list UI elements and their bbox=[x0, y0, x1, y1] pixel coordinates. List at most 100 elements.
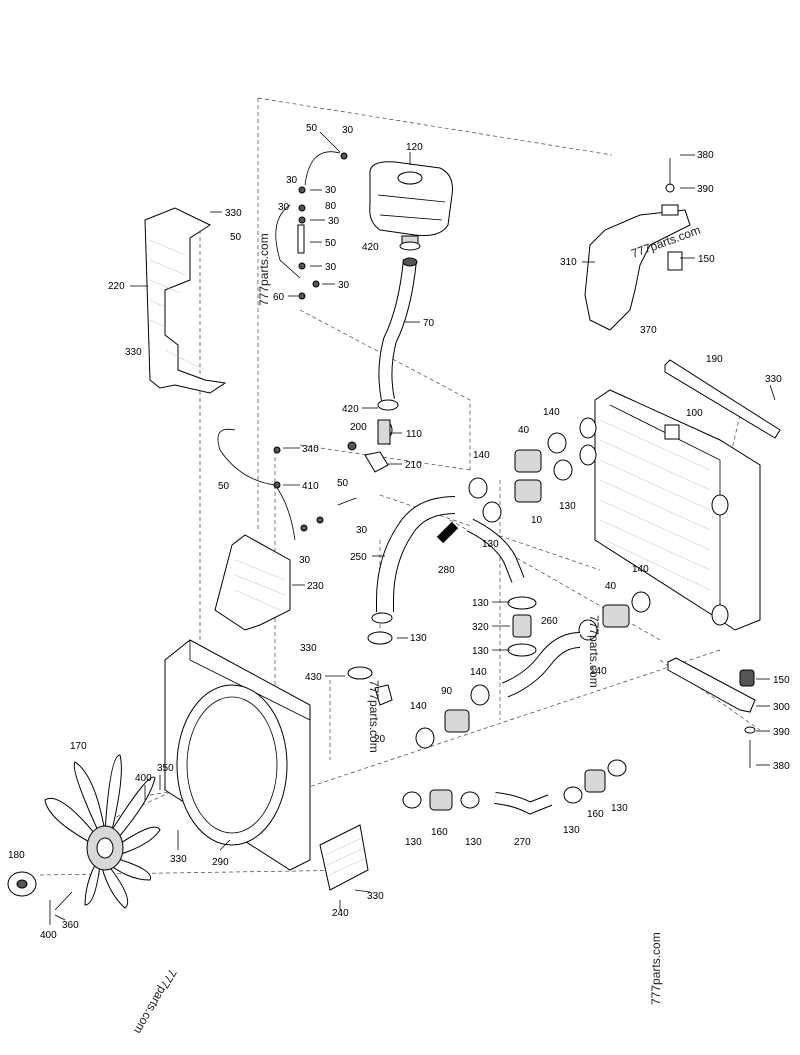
label-220: 220 bbox=[108, 281, 125, 292]
label-130: 130 bbox=[405, 837, 422, 848]
label-160: 160 bbox=[587, 809, 604, 820]
label-60: 60 bbox=[273, 292, 285, 303]
label-50: 50 bbox=[306, 123, 318, 134]
label-130: 130 bbox=[563, 825, 580, 836]
label-210: 210 bbox=[405, 460, 422, 471]
small-hoses-top bbox=[275, 151, 348, 300]
watermark: 777parts.com bbox=[131, 967, 179, 1037]
label-30: 30 bbox=[356, 525, 368, 536]
label-360: 360 bbox=[62, 920, 79, 931]
label-180: 180 bbox=[8, 850, 25, 861]
hoses-lower bbox=[402, 759, 627, 815]
hose-280 bbox=[436, 518, 525, 583]
elbow-20 bbox=[347, 666, 393, 706]
label-320: 320 bbox=[472, 622, 489, 633]
label-260: 260 bbox=[541, 616, 558, 627]
label-10: 10 bbox=[531, 515, 543, 526]
label-270: 270 bbox=[514, 837, 531, 848]
label-400: 400 bbox=[40, 930, 57, 941]
label-130: 130 bbox=[611, 803, 628, 814]
couplers-lower bbox=[415, 684, 490, 749]
callout-labels: 50 30 120 380 390 30 30 30 80 30 50 50 3… bbox=[8, 123, 790, 941]
watermark: 777parts.com bbox=[649, 932, 663, 1005]
label-130: 130 bbox=[482, 539, 499, 550]
label-430: 430 bbox=[305, 672, 322, 683]
label-380: 380 bbox=[773, 761, 790, 772]
watermarks: 777parts.com 777parts.com 777parts.com 7… bbox=[131, 223, 702, 1037]
fan-170 bbox=[44, 754, 161, 909]
label-140: 140 bbox=[470, 667, 487, 678]
label-190: 190 bbox=[706, 354, 723, 365]
label-290: 290 bbox=[212, 857, 229, 868]
bracket-220 bbox=[144, 207, 227, 394]
label-230: 230 bbox=[307, 581, 324, 592]
label-160: 160 bbox=[431, 827, 448, 838]
label-330: 330 bbox=[225, 208, 242, 219]
radiator-100 bbox=[579, 389, 761, 631]
expansion-tank bbox=[369, 161, 453, 251]
label-40: 40 bbox=[605, 581, 617, 592]
label-120: 120 bbox=[406, 142, 423, 153]
label-310: 310 bbox=[560, 257, 577, 268]
label-80: 80 bbox=[325, 201, 337, 212]
label-200: 200 bbox=[350, 422, 367, 433]
label-330: 330 bbox=[765, 374, 782, 385]
fan-shroud-290 bbox=[164, 639, 311, 871]
label-140: 140 bbox=[543, 407, 560, 418]
label-30: 30 bbox=[342, 125, 354, 136]
label-140: 140 bbox=[410, 701, 427, 712]
watermark: 777parts.com bbox=[257, 233, 271, 306]
label-140: 140 bbox=[473, 450, 490, 461]
label-20: 20 bbox=[374, 734, 386, 745]
label-330: 330 bbox=[300, 643, 317, 654]
label-30: 30 bbox=[278, 202, 290, 213]
label-250: 250 bbox=[350, 552, 367, 563]
label-140: 140 bbox=[632, 564, 649, 575]
label-400: 400 bbox=[135, 773, 152, 784]
label-30: 30 bbox=[325, 185, 337, 196]
label-30: 30 bbox=[286, 175, 298, 186]
label-300: 300 bbox=[773, 702, 790, 713]
bracket-310 bbox=[584, 158, 691, 331]
label-50: 50 bbox=[337, 478, 349, 489]
label-130: 130 bbox=[410, 633, 427, 644]
bracket-190 bbox=[664, 359, 781, 439]
label-130: 130 bbox=[465, 837, 482, 848]
label-50: 50 bbox=[325, 238, 337, 249]
label-350: 350 bbox=[157, 763, 174, 774]
label-30: 30 bbox=[299, 555, 311, 566]
bracket-300 bbox=[667, 657, 756, 768]
label-140: 140 bbox=[590, 666, 607, 677]
label-390: 390 bbox=[773, 727, 790, 738]
label-110: 110 bbox=[406, 429, 422, 440]
label-30: 30 bbox=[328, 216, 340, 227]
label-30: 30 bbox=[338, 280, 350, 291]
label-90: 90 bbox=[441, 686, 453, 697]
label-100: 100 bbox=[686, 408, 703, 419]
label-150: 150 bbox=[698, 254, 715, 265]
label-130: 130 bbox=[472, 598, 489, 609]
label-130: 130 bbox=[472, 646, 489, 657]
label-30: 30 bbox=[325, 262, 337, 273]
label-380: 380 bbox=[697, 150, 714, 161]
label-50: 50 bbox=[230, 232, 242, 243]
label-280: 280 bbox=[438, 565, 455, 576]
label-330: 330 bbox=[125, 347, 142, 358]
label-330: 330 bbox=[170, 854, 187, 865]
watermark: 777parts.com bbox=[367, 680, 381, 753]
label-50: 50 bbox=[218, 481, 230, 492]
label-150: 150 bbox=[773, 675, 790, 686]
label-240: 240 bbox=[332, 908, 349, 919]
label-330: 330 bbox=[367, 891, 384, 902]
label-370: 370 bbox=[640, 325, 657, 336]
cover-240 bbox=[319, 824, 369, 891]
label-170: 170 bbox=[70, 741, 87, 752]
hose-70 bbox=[377, 257, 418, 446]
hose-50-left bbox=[217, 419, 391, 541]
label-420: 420 bbox=[342, 404, 359, 415]
label-40: 40 bbox=[518, 425, 530, 436]
hose-260 bbox=[501, 632, 581, 698]
label-340: 340 bbox=[302, 444, 319, 455]
hose-250 bbox=[367, 496, 456, 645]
